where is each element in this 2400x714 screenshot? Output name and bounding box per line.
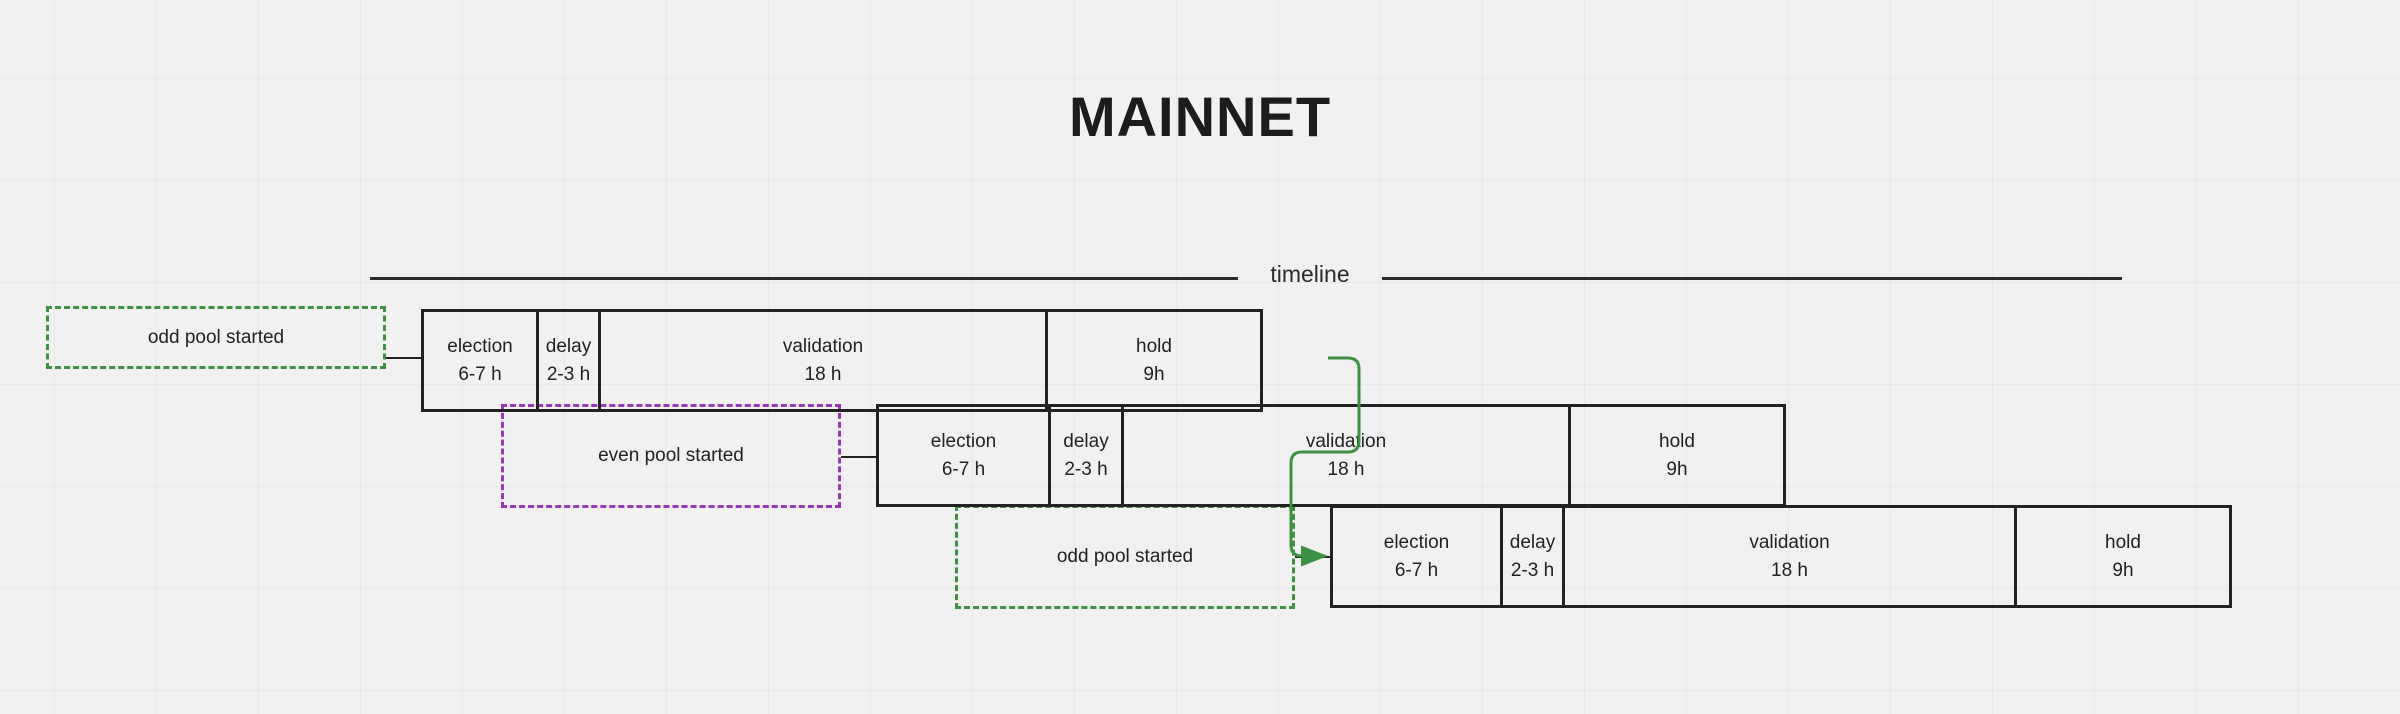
phase-name: hold: [1659, 430, 1695, 452]
phase-duration: 2-3 h: [1510, 559, 1555, 581]
timeline-label: timeline: [1270, 261, 1350, 287]
phase-hold[interactable]: hold 9h: [1568, 404, 1786, 507]
phase-duration: 9h: [2112, 559, 2134, 581]
phase-duration: 6-7 h: [458, 363, 502, 385]
phase-validation[interactable]: validation 18 h: [598, 309, 1048, 412]
phase-duration: 18 h: [804, 363, 842, 385]
phase-name: election: [447, 335, 513, 357]
phase-validation[interactable]: validation 18 h: [1562, 505, 2017, 608]
phase-row-1: election 6-7 h delay 2-3 h validation 18…: [421, 309, 1263, 412]
phase-name: validation: [782, 335, 864, 357]
phase-hold[interactable]: hold 9h: [2014, 505, 2232, 608]
phase-duration: 18 h: [1327, 458, 1365, 480]
phase-name: hold: [1136, 335, 1172, 357]
phase-election[interactable]: election 6-7 h: [876, 404, 1051, 507]
annotation-even-pool-started: even pool started: [501, 404, 841, 508]
page-title: MAINNET: [1068, 85, 1332, 148]
phase-delay[interactable]: delay 2-3 h: [1500, 505, 1565, 608]
phase-name: delay: [1509, 531, 1556, 553]
phase-hold[interactable]: hold 9h: [1045, 309, 1263, 412]
phase-duration: 2-3 h: [546, 363, 591, 385]
phase-name: validation: [1305, 430, 1387, 452]
phase-name: election: [1383, 531, 1450, 553]
annotation-odd-pool-started-1: odd pool started: [46, 306, 386, 369]
phase-duration: 9h: [1143, 363, 1165, 385]
phase-row-3: election 6-7 h delay 2-3 h validation 18…: [1330, 505, 2232, 608]
phase-election[interactable]: election 6-7 h: [421, 309, 539, 412]
phase-election[interactable]: election 6-7 h: [1330, 505, 1503, 608]
phase-duration: 2-3 h: [1064, 458, 1108, 480]
annotation-label: odd pool started: [147, 326, 285, 348]
annotation-label: odd pool started: [1056, 546, 1194, 567]
phase-name: election: [930, 430, 997, 452]
phase-name: hold: [2105, 531, 2141, 553]
phase-duration: 6-7 h: [1394, 559, 1439, 581]
connector-annotation-3: [1295, 556, 1331, 558]
phase-row-2: election 6-7 h delay 2-3 h validation 18…: [876, 404, 1786, 507]
phase-name: delay: [1063, 430, 1109, 452]
phase-duration: 18 h: [1771, 559, 1808, 581]
phase-duration: 9h: [1666, 458, 1688, 480]
annotation-odd-pool-started-2: odd pool started: [955, 505, 1295, 609]
connector-annotation-1: [386, 357, 422, 359]
phase-validation[interactable]: validation 18 h: [1121, 404, 1571, 507]
phase-name: validation: [1749, 531, 1830, 553]
phase-name: delay: [545, 335, 592, 357]
phase-delay[interactable]: delay 2-3 h: [536, 309, 601, 412]
timeline-axis-left: [370, 277, 1238, 280]
annotation-label: even pool started: [598, 445, 744, 466]
phase-delay[interactable]: delay 2-3 h: [1048, 404, 1124, 507]
connector-annotation-2: [841, 456, 877, 458]
timeline-axis-right: [1382, 277, 2122, 280]
phase-duration: 6-7 h: [941, 458, 986, 480]
